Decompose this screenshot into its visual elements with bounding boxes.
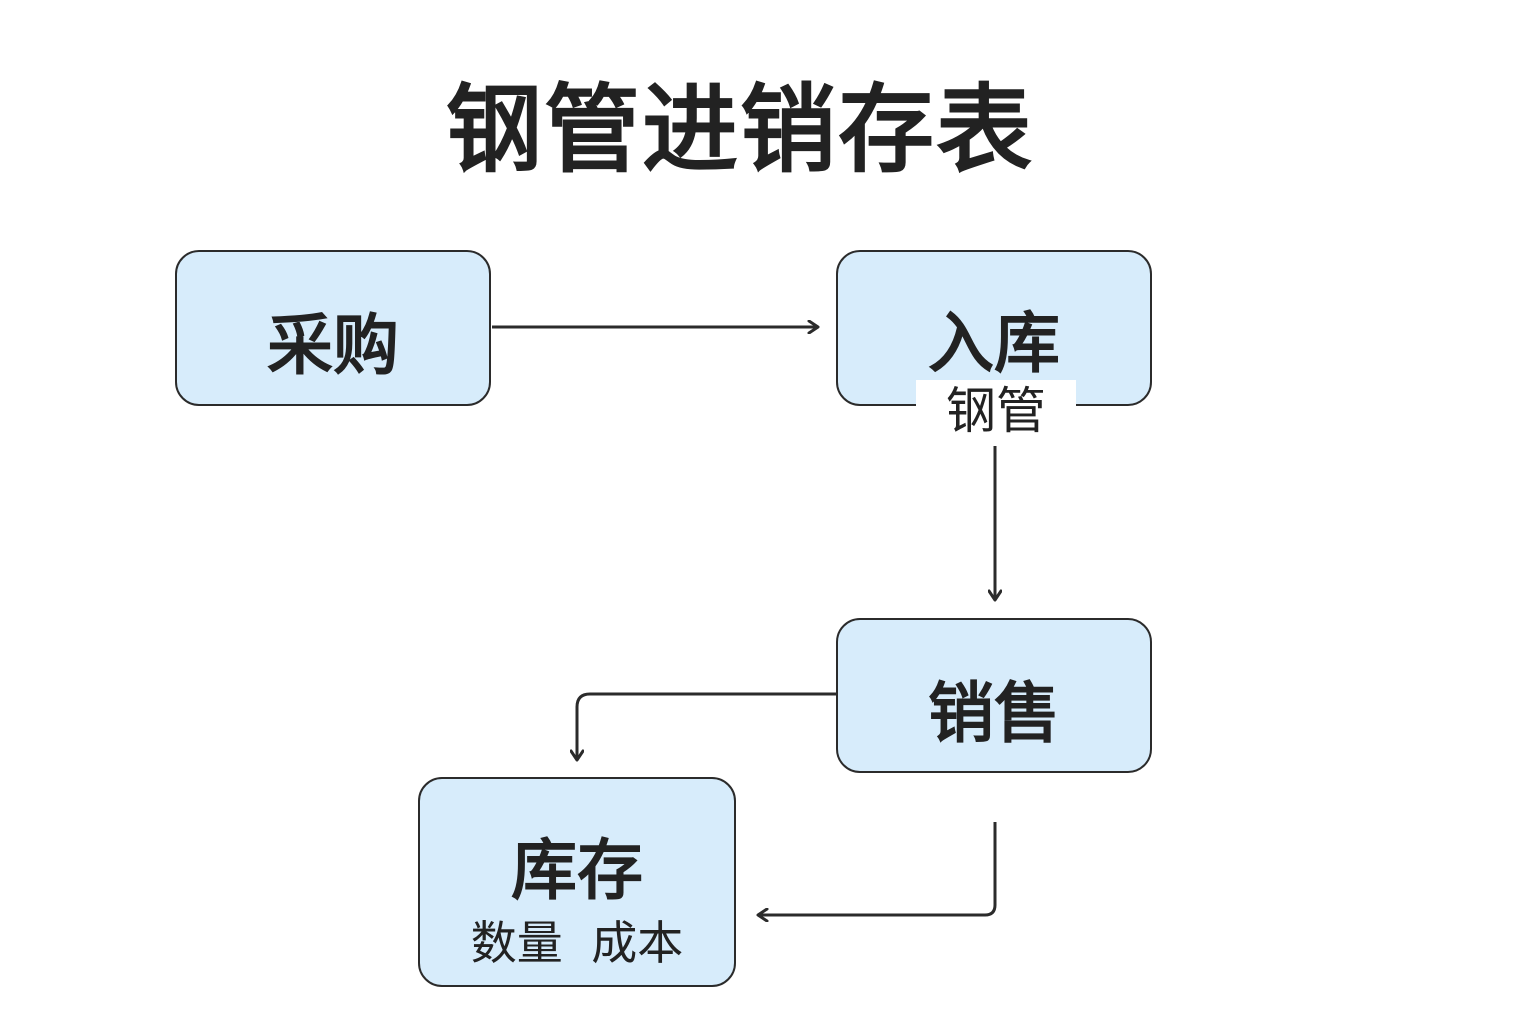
node-inbound-label: 入库	[928, 305, 1060, 382]
node-purchase: 采购	[175, 250, 491, 406]
node-stock: 库存 数量 成本	[418, 777, 736, 987]
node-inbound: 入库 钢管	[836, 250, 1152, 442]
node-sales-label: 销售	[928, 675, 1060, 752]
node-sales: 销售	[836, 618, 1152, 773]
edge-sales-to-stock-left	[577, 692, 836, 760]
node-inbound-sublabel: 钢管	[916, 380, 1076, 442]
node-stock-label: 库存	[511, 832, 643, 909]
node-stock-sublabel: 数量 成本	[470, 916, 684, 970]
node-purchase-label: 采购	[267, 307, 399, 384]
edge-sales-to-stock-bottom	[758, 822, 997, 915]
page-title: 钢管进销存表	[446, 74, 1034, 186]
